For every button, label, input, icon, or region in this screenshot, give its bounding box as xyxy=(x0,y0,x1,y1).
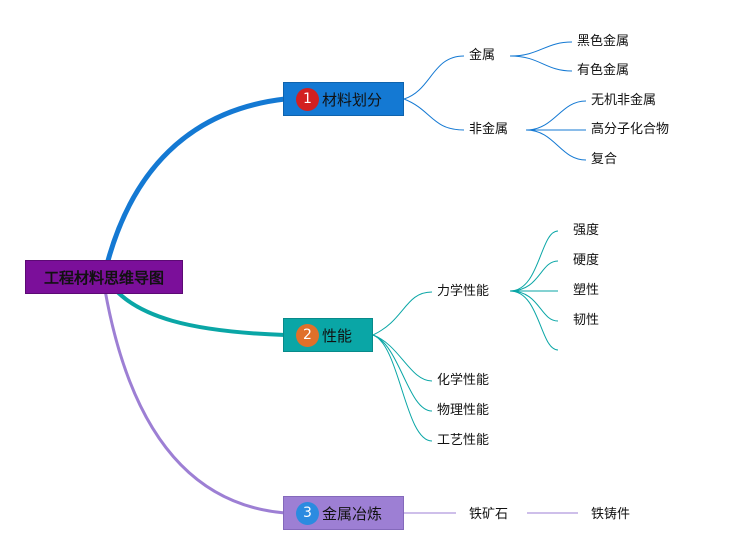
topic-铁铸件[interactable]: 铁铸件 xyxy=(591,507,631,522)
topic-无机非金属[interactable]: 无机非金属 xyxy=(591,93,657,108)
connector-非金属-无机非金属 xyxy=(525,100,587,131)
topic-复合[interactable]: 复合 xyxy=(591,152,618,167)
connector-性能-力学性能 xyxy=(372,291,433,336)
connector-力学性能-塑性 xyxy=(509,290,559,322)
topic-物理性能[interactable]: 物理性能 xyxy=(437,403,490,418)
branch-label: 金属冶炼 xyxy=(322,504,383,523)
topic-金属[interactable]: 金属 xyxy=(469,48,496,63)
connector-性能-工艺性能 xyxy=(372,334,433,442)
topic-韧性[interactable]: 韧性 xyxy=(573,313,600,328)
topic-铁矿石[interactable]: 铁矿石 xyxy=(469,507,509,522)
branch-connector-1 xyxy=(102,96,286,273)
connector-金属-黑色金属 xyxy=(509,41,573,57)
branch-node-性能[interactable]: 2 性能 xyxy=(283,318,373,352)
topic-工艺性能[interactable]: 工艺性能 xyxy=(437,433,490,448)
branch-label: 材料划分 xyxy=(322,90,383,109)
topic-力学性能[interactable]: 力学性能 xyxy=(437,284,490,299)
connector-材料划分-非金属 xyxy=(403,98,465,131)
topic-塑性[interactable]: 塑性 xyxy=(573,283,600,298)
topic-高分子化合物[interactable]: 高分子化合物 xyxy=(591,122,670,137)
branch-connector-3 xyxy=(103,289,286,515)
connector-力学性能-top-empty xyxy=(509,230,559,292)
topic-有色金属[interactable]: 有色金属 xyxy=(577,63,630,78)
connector-性能-化学性能 xyxy=(372,334,433,382)
root-label: 工程材料思维导图 xyxy=(43,268,164,287)
topic-强度[interactable]: 强度 xyxy=(573,223,600,238)
connector-力学性能-强度 xyxy=(509,260,559,292)
topic-非金属[interactable]: 非金属 xyxy=(469,122,509,137)
branch-label: 性能 xyxy=(322,326,353,345)
connector-材料划分-金属 xyxy=(403,55,465,100)
root-node[interactable]: 工程材料思维导图 xyxy=(25,260,183,294)
connector-性能-物理性能 xyxy=(372,334,433,412)
topic-化学性能[interactable]: 化学性能 xyxy=(437,373,490,388)
number-badge-3: 3 xyxy=(296,501,319,525)
branch-node-材料划分[interactable]: 1 材料划分 xyxy=(283,82,404,116)
number-badge-2: 2 xyxy=(296,323,319,347)
connector-力学性能-bottom-empty xyxy=(509,290,559,351)
number-badge-1: 1 xyxy=(296,87,319,111)
connector-非金属-复合 xyxy=(525,129,587,161)
topic-硬度[interactable]: 硬度 xyxy=(573,253,600,268)
connector-金属-有色金属 xyxy=(509,55,573,72)
branch-node-金属冶炼[interactable]: 3 金属冶炼 xyxy=(283,496,404,530)
topic-黑色金属[interactable]: 黑色金属 xyxy=(577,34,630,49)
